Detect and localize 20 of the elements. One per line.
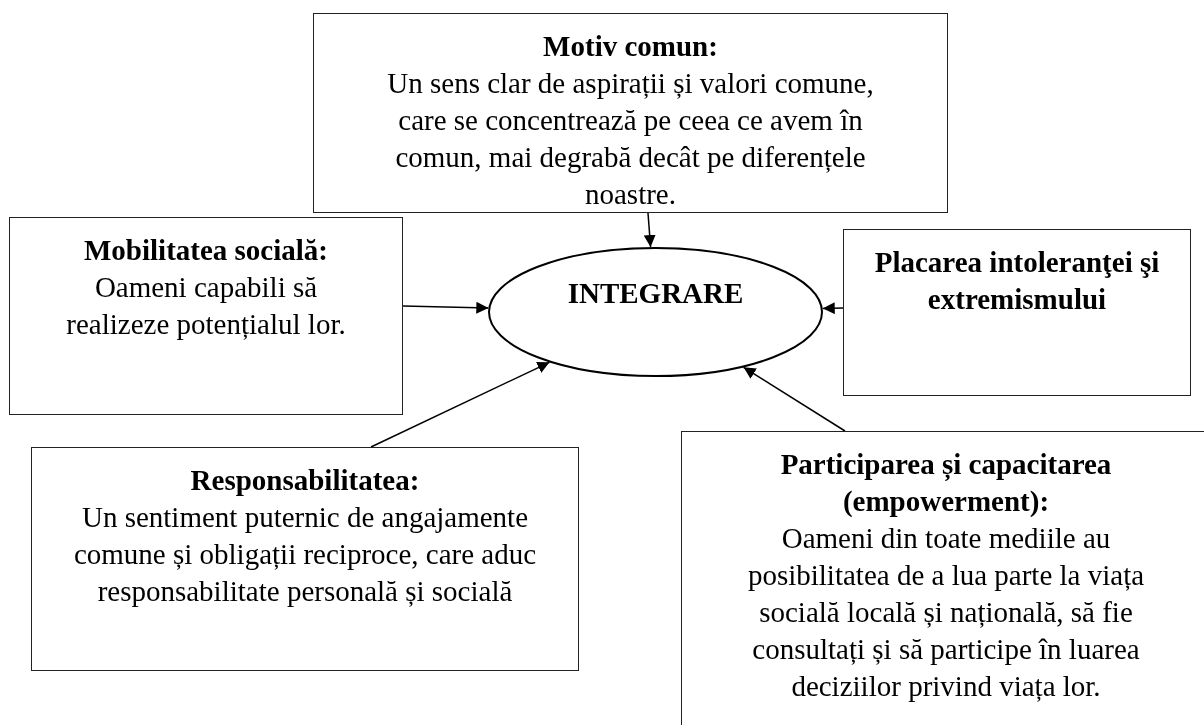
box-heading: Mobilitatea socială: bbox=[83, 233, 328, 268]
arrow bbox=[643, 212, 656, 248]
box-text: Oameni capabili să realizeze potențialul lor. bbox=[65, 270, 347, 342]
center-label: INTEGRARE bbox=[567, 276, 744, 311]
arrow bbox=[370, 361, 551, 448]
text-box bbox=[843, 229, 1191, 396]
box-text: Oameni din toate mediile au posibilitatea de a lua parte la viața socială locală și națională, să fie consultați și să participe în luarea deciziilor privind viața lor. bbox=[746, 521, 1146, 704]
arrow bbox=[742, 366, 846, 432]
box-text: Un sens clar de aspirații și valori comune, care se concentrează pe ceea ce avem în comun, mai degrabă decât pe diferențele noastre. bbox=[386, 66, 875, 212]
box-heading: Placarea intoleranţei şi extremismului bbox=[873, 245, 1161, 317]
box-text: Un sentiment puternic de angajamente comune și obligații reciproce, care aduc responsabilitate personală și socială bbox=[72, 500, 538, 609]
text-box bbox=[313, 13, 948, 213]
box-heading: Motiv comun: bbox=[543, 29, 718, 64]
text-box bbox=[31, 447, 579, 671]
text-box bbox=[681, 431, 1204, 725]
arrow bbox=[402, 301, 490, 314]
arrow bbox=[822, 302, 844, 315]
box-heading: Responsabilitatea: bbox=[190, 463, 420, 498]
box-heading: Participarea și capacitarea (empowerment): bbox=[779, 447, 1113, 519]
text-box bbox=[9, 217, 403, 415]
